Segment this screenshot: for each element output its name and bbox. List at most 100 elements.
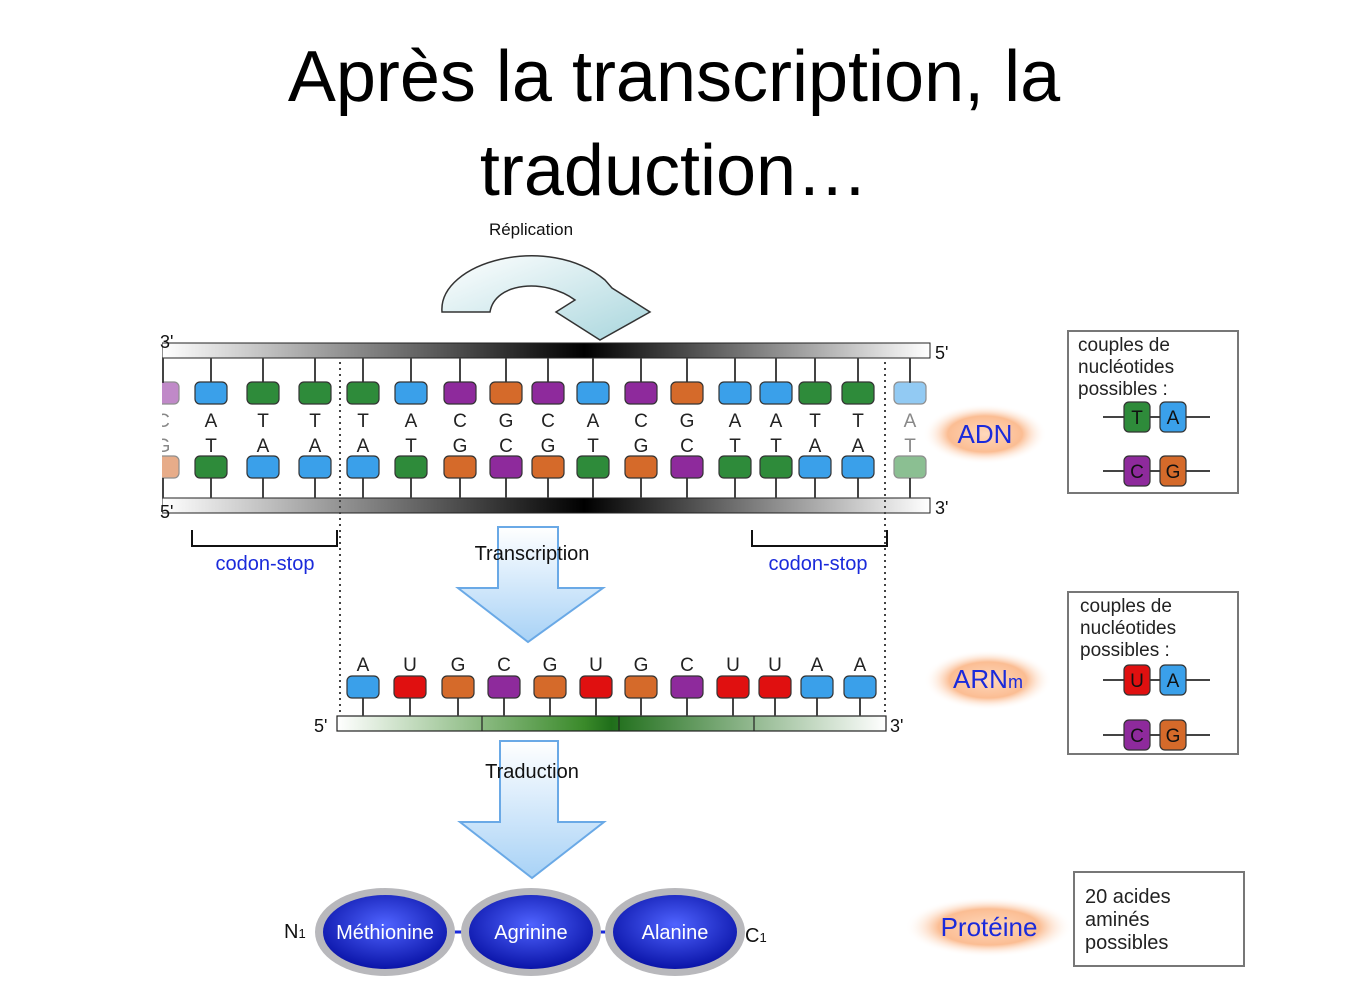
title-line-2: traduction… xyxy=(479,131,869,211)
dna-bottom-letter: T xyxy=(904,436,916,457)
dna-top-letter: A xyxy=(405,411,418,432)
dna-top-nucleotide xyxy=(841,381,875,405)
rna-letter: C xyxy=(680,655,694,676)
dna-top-nucleotide xyxy=(346,381,380,405)
rna-letter: G xyxy=(451,655,466,676)
amino-acid-label-1: Méthionine xyxy=(336,922,434,944)
dna-bottom-letter: T xyxy=(405,436,417,457)
legend-nucleotide-letter: A xyxy=(1167,408,1180,429)
legend-nucleotide-letter: C xyxy=(1130,462,1144,483)
legend-nucleotide xyxy=(1159,401,1187,433)
rna-nucleotide xyxy=(579,675,613,699)
dna-bottom-letter: T xyxy=(587,436,599,457)
dna-bottom-right-end: 3' xyxy=(935,498,948,518)
dna-top-letter: T xyxy=(357,411,369,432)
dna-bottom-stems xyxy=(162,478,911,498)
rna-nucleotide xyxy=(393,675,427,699)
dna-top-letter: C xyxy=(634,411,648,432)
arnm-label: ARNm xyxy=(953,664,1023,694)
rna-letter: U xyxy=(403,655,417,676)
dna-bottom-nucleotide xyxy=(576,455,610,479)
dna-bottom-nucleotide xyxy=(893,455,927,479)
dna-bottom-nucleotide xyxy=(298,455,332,479)
legend-nucleotide xyxy=(1159,719,1187,751)
rna-letter: A xyxy=(811,655,824,676)
rna-nucleotide xyxy=(800,675,834,699)
dna-bottom-nucleotide xyxy=(531,455,565,479)
adn-label: ADN xyxy=(958,419,1013,449)
codon-stop-bracket-right xyxy=(751,530,888,547)
dna-bottom-nucleotide xyxy=(624,455,658,479)
dna-bottom-nucleotide xyxy=(718,455,752,479)
traduction-arrow xyxy=(457,740,607,880)
dna-bottom-letter: G xyxy=(453,436,468,457)
dna-bottom-nucleotide xyxy=(346,455,380,479)
dna-top-nucleotide xyxy=(759,381,793,405)
rna-stems xyxy=(362,698,861,716)
dna-bottom-nucleotide xyxy=(798,455,832,479)
dna-top-nucleotide xyxy=(394,381,428,405)
dna-top-letter: G xyxy=(499,411,514,432)
dna-top-letter: C xyxy=(156,411,170,432)
amino-acid-label-3: Alanine xyxy=(642,922,709,944)
proteine-glow xyxy=(905,897,1073,957)
legend-nucleotide-letter: A xyxy=(1167,671,1180,692)
rna-right-end: 3' xyxy=(890,716,903,736)
dna-top-nucleotides xyxy=(162,381,927,405)
page-title: Après la transcription, la traduction… xyxy=(0,30,1348,218)
dna-bottom-nucleotide xyxy=(394,455,428,479)
rna-letter: G xyxy=(634,655,649,676)
rna-nucleotides xyxy=(346,675,877,699)
dna-top-nucleotide xyxy=(798,381,832,405)
dna-bottom-letter: A xyxy=(257,436,270,457)
dna-top-letter: C xyxy=(453,411,467,432)
dna-top-nucleotide xyxy=(718,381,752,405)
legend-adn-line-2: nucléotides xyxy=(1078,357,1174,378)
dna-bottom-nucleotide xyxy=(162,455,180,479)
dna-bottom-left-end: 5' xyxy=(160,502,173,522)
legend-protein: 20 acides aminés possibles xyxy=(1073,871,1245,967)
rna-nucleotide xyxy=(441,675,475,699)
dna-top-letter: A xyxy=(729,411,742,432)
legend-protein-line-3: possibles xyxy=(1085,932,1168,954)
codon-stop-label-left: codon-stop xyxy=(216,553,315,575)
codon-stop-label-right: codon-stop xyxy=(769,553,868,575)
legend-nucleotide xyxy=(1123,455,1151,487)
rna-letter: U xyxy=(768,655,782,676)
dna-bottom-nucleotide xyxy=(841,455,875,479)
transcription-arrow xyxy=(455,526,607,644)
c-terminal-label: C1 xyxy=(745,925,767,947)
dna-top-nucleotide xyxy=(531,381,565,405)
dna-top-strand xyxy=(162,342,931,359)
legend-protein-line-2: aminés xyxy=(1085,909,1149,931)
legend-nucleotide-letter: G xyxy=(1166,726,1181,747)
dna-bottom-letter: T xyxy=(770,436,782,457)
dna-bottom-nucleotide xyxy=(670,455,704,479)
rna-nucleotide xyxy=(533,675,567,699)
dna-bottom-nucleotide xyxy=(246,455,280,479)
adn-glow xyxy=(923,404,1047,464)
dna-bottom-nucleotide xyxy=(194,455,228,479)
dna-bottom-letter: C xyxy=(680,436,694,457)
title-line-1: Après la transcription, la xyxy=(287,37,1061,117)
legend-adn-line-3: possibles : xyxy=(1078,379,1168,400)
dna-top-left-end: 3' xyxy=(160,332,173,352)
legend-nucleotide xyxy=(1123,719,1151,751)
legend-nucleotide xyxy=(1123,401,1151,433)
dna-top-right-end: 5' xyxy=(935,343,948,363)
rna-letter: A xyxy=(854,655,867,676)
rna-nucleotide xyxy=(843,675,877,699)
rna-nucleotide xyxy=(758,675,792,699)
rna-nucleotide xyxy=(716,675,750,699)
rna-left-end: 5' xyxy=(314,716,327,736)
dna-top-letter: A xyxy=(205,411,218,432)
dna-bottom-nucleotide xyxy=(489,455,523,479)
dna-top-letter: G xyxy=(680,411,695,432)
dna-top-letter: A xyxy=(587,411,600,432)
amino-acid-label-2: Agrinine xyxy=(494,922,567,944)
dna-top-nucleotide xyxy=(576,381,610,405)
dna-bottom-letter: G xyxy=(634,436,649,457)
transcription-label: Transcription xyxy=(475,543,590,565)
